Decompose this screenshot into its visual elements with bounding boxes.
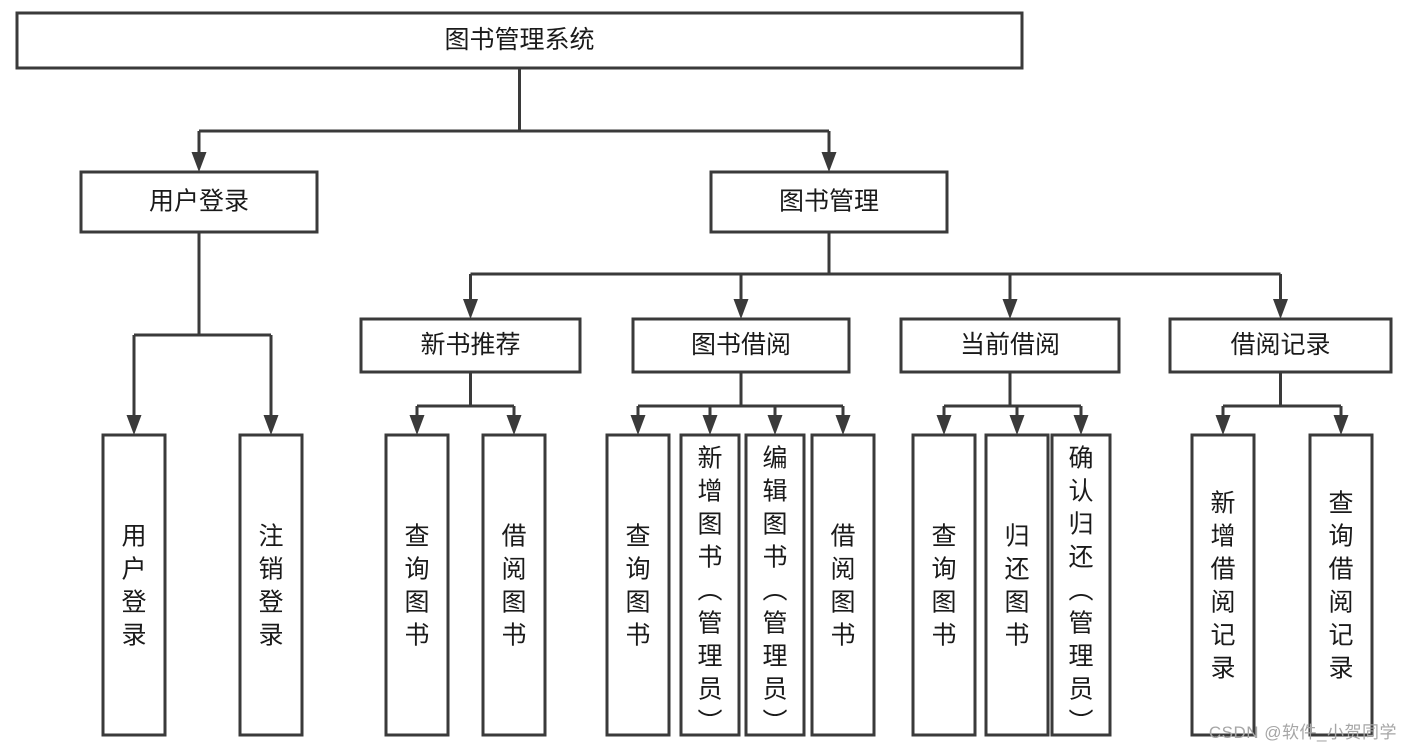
edge-group-current (936, 372, 1089, 435)
node-label-root: 图书管理系统 (444, 26, 594, 54)
node-label-l4: 借阅图书 (501, 523, 526, 650)
node-box-l10[interactable] (984, 433, 1050, 737)
node-label-l13: 查询借阅记录 (1328, 490, 1353, 683)
node-label-l7: 编辑图书︵管理员︶ (762, 445, 787, 737)
node-label-login: 用户登录 (149, 188, 249, 216)
edge-group-newrec (409, 372, 522, 435)
edge-group-bookmgr (463, 232, 1288, 319)
node-l9[interactable]: 查询图书 (911, 433, 977, 737)
node-box-l2[interactable] (238, 433, 304, 737)
node-label-l2: 注销登录 (258, 523, 283, 650)
node-box-current[interactable] (899, 317, 1121, 374)
node-box-l8[interactable] (810, 433, 876, 737)
node-borrow[interactable]: 图书借阅 (631, 317, 851, 374)
node-current[interactable]: 当前借阅 (899, 317, 1121, 374)
node-box-l7[interactable] (744, 433, 806, 737)
node-l7[interactable]: 编辑图书︵管理员︶ (744, 433, 806, 737)
node-box-l6[interactable] (679, 433, 741, 737)
node-box-bookmgr[interactable] (709, 170, 949, 234)
node-box-l5[interactable] (605, 433, 671, 737)
node-box-l13[interactable] (1308, 433, 1374, 737)
node-newrec[interactable]: 新书推荐 (359, 317, 582, 374)
nodes-layer: 图书管理系统用户登录图书管理新书推荐图书借阅当前借阅借阅记录用户登录注销登录查询… (15, 11, 1393, 737)
node-l3[interactable]: 查询图书 (384, 433, 450, 737)
node-bookmgr[interactable]: 图书管理 (709, 170, 949, 234)
node-label-l1: 用户登录 (121, 523, 146, 650)
node-label-l8: 借阅图书 (830, 523, 855, 650)
node-label-borrow: 图书借阅 (691, 331, 791, 359)
node-l8[interactable]: 借阅图书 (810, 433, 876, 737)
node-box-l4[interactable] (481, 433, 547, 737)
node-l10[interactable]: 归还图书 (984, 433, 1050, 737)
node-l6[interactable]: 新增图书︵管理员︶ (679, 433, 741, 737)
node-box-root[interactable] (15, 11, 1024, 70)
node-record[interactable]: 借阅记录 (1168, 317, 1393, 374)
node-root[interactable]: 图书管理系统 (15, 11, 1024, 70)
node-box-l1[interactable] (101, 433, 167, 737)
edge-group-record (1215, 372, 1349, 435)
node-l4[interactable]: 借阅图书 (481, 433, 547, 737)
node-label-l5: 查询图书 (625, 523, 650, 650)
node-label-l10: 归还图书 (1004, 523, 1029, 650)
node-label-l12: 新增借阅记录 (1210, 490, 1235, 683)
node-label-newrec: 新书推荐 (420, 331, 520, 359)
node-l12[interactable]: 新增借阅记录 (1190, 433, 1256, 737)
edge-group-login (126, 232, 279, 435)
node-box-newrec[interactable] (359, 317, 582, 374)
node-label-record: 借阅记录 (1230, 331, 1330, 359)
node-box-login[interactable] (79, 170, 319, 234)
node-l11[interactable]: 确认归还︵管理员︶ (1050, 433, 1112, 737)
edge-group-root (191, 68, 837, 172)
node-l13[interactable]: 查询借阅记录 (1308, 433, 1374, 737)
node-box-l3[interactable] (384, 433, 450, 737)
node-label-l11: 确认归还︵管理员︶ (1068, 445, 1093, 737)
node-label-current: 当前借阅 (960, 331, 1060, 359)
node-l1[interactable]: 用户登录 (101, 433, 167, 737)
node-label-l6: 新增图书︵管理员︶ (697, 445, 722, 737)
node-label-bookmgr: 图书管理 (779, 188, 879, 216)
node-box-l11[interactable] (1050, 433, 1112, 737)
node-l2[interactable]: 注销登录 (238, 433, 304, 737)
node-label-l9: 查询图书 (931, 523, 956, 650)
node-l5[interactable]: 查询图书 (605, 433, 671, 737)
node-box-l9[interactable] (911, 433, 977, 737)
node-label-l3: 查询图书 (404, 523, 429, 650)
node-box-record[interactable] (1168, 317, 1393, 374)
edges-layer (126, 68, 1349, 435)
node-login[interactable]: 用户登录 (79, 170, 319, 234)
edge-group-borrow (630, 372, 851, 435)
node-box-borrow[interactable] (631, 317, 851, 374)
node-box-l12[interactable] (1190, 433, 1256, 737)
